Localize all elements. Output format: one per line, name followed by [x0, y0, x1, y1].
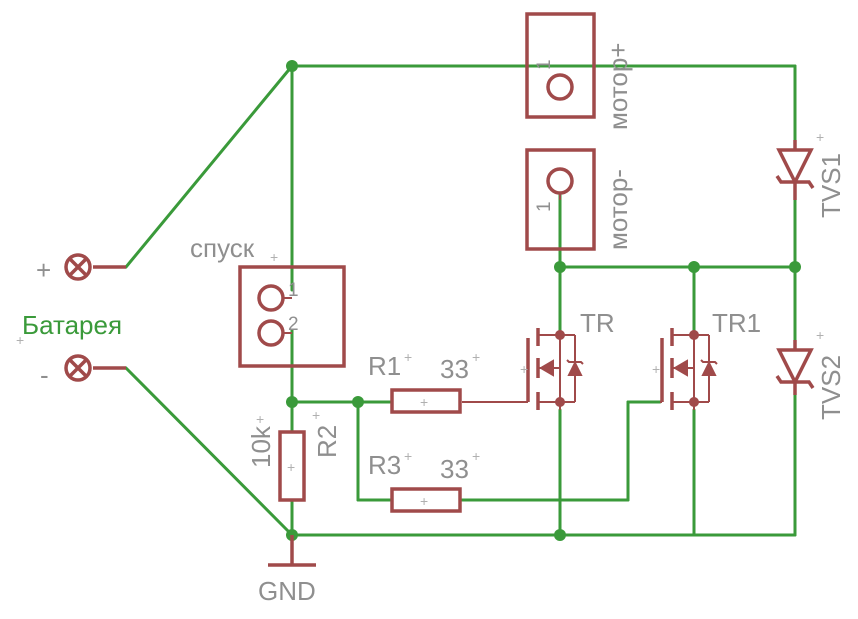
- motor-minus-pin: 1: [534, 201, 555, 212]
- trigger-pin1: 1: [288, 280, 299, 301]
- gnd-label: GND: [258, 576, 316, 606]
- battery-label: Батарея: [22, 310, 122, 340]
- svg-text:+: +: [256, 411, 264, 427]
- r3-resistor: [390, 487, 462, 513]
- battery-plus-sign: +: [36, 255, 51, 285]
- tr-label: TR: [580, 308, 615, 338]
- battery-minus-terminal: [64, 354, 126, 382]
- svg-text:+: +: [404, 448, 412, 464]
- motor-minus-label: мотор-: [603, 169, 633, 250]
- battery-plus-terminal: [64, 253, 126, 281]
- motor-plus-pin: 1: [534, 59, 555, 70]
- trigger-label: спуск: [190, 233, 255, 263]
- r2-name: R2: [312, 425, 342, 458]
- r1-name: R1: [368, 351, 401, 381]
- junctions: [286, 60, 801, 541]
- svg-text:+: +: [520, 361, 528, 377]
- r1-resistor: [390, 388, 462, 414]
- trigger-connector: [238, 265, 346, 368]
- tvs1-label: TVS1: [816, 153, 846, 218]
- trigger-pin2: 2: [288, 314, 299, 335]
- svg-text:+: +: [472, 448, 480, 464]
- battery-minus-sign: -: [40, 360, 49, 390]
- svg-text:+: +: [816, 129, 824, 145]
- tr-mosfet: [462, 328, 584, 410]
- tr1-mosfet: [660, 328, 718, 410]
- svg-text:+: +: [652, 361, 660, 377]
- svg-text:+: +: [16, 332, 24, 348]
- svg-text:+: +: [404, 349, 412, 365]
- svg-text:+: +: [312, 407, 320, 423]
- svg-text:+: +: [816, 327, 824, 343]
- svg-text:+: +: [287, 459, 295, 475]
- motor-minus-connector: [525, 148, 596, 251]
- motor-plus-label: мотор+: [603, 43, 633, 130]
- tvs1-diode: [775, 140, 815, 200]
- r3-value: 33: [440, 454, 469, 484]
- r3-name: R3: [368, 450, 401, 480]
- tvs2-label: TVS2: [816, 355, 846, 420]
- gnd-symbol: [268, 535, 316, 567]
- tr1-label: TR1: [712, 308, 761, 338]
- svg-text:+: +: [420, 493, 428, 509]
- svg-text:+: +: [472, 349, 480, 365]
- r2-value: 10k: [246, 425, 276, 468]
- motor-plus-connector: [525, 12, 596, 119]
- r1-value: 33: [440, 354, 469, 384]
- svg-text:+: +: [420, 394, 428, 410]
- svg-text:+: +: [270, 249, 278, 265]
- tvs2-diode: [775, 340, 815, 395]
- r2-resistor: [278, 430, 306, 502]
